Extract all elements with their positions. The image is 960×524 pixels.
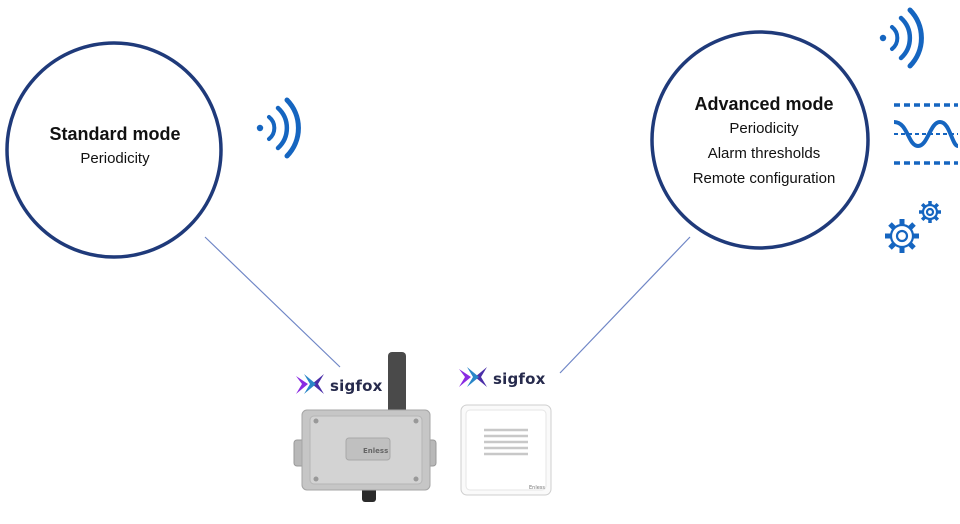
- standard-mode-circle: [5, 41, 223, 259]
- wireless-signal-icon: [879, 7, 924, 69]
- advanced-mode-connector: [559, 236, 691, 374]
- sigfox-logo-icon: [296, 374, 324, 394]
- wireless-signal-icon: [256, 97, 301, 159]
- standard-mode-connector: [204, 236, 341, 368]
- advanced-mode-circle: [650, 30, 870, 250]
- advanced-mode-title: Advanced mode: [694, 94, 834, 114]
- gateway-device-label: Enless: [363, 447, 389, 455]
- advanced-mode-text: Advanced mode Periodicity Alarm threshol…: [664, 92, 864, 191]
- gateway-device: [293, 352, 437, 502]
- threshold-wave-icon: [893, 103, 959, 165]
- sensor-device: [460, 404, 552, 496]
- gateway-antenna: [388, 352, 406, 414]
- advanced-mode-feature: Remote configuration: [692, 170, 836, 187]
- advanced-mode-feature: Alarm thresholds: [707, 145, 821, 162]
- advanced-mode-feature: Periodicity: [729, 120, 799, 137]
- gears-icon: [885, 201, 941, 253]
- standard-mode-feature: Periodicity: [80, 150, 150, 167]
- sigfox-logo-icon: [459, 367, 487, 387]
- sigfox-brand-label: sigfox: [493, 370, 546, 388]
- sensor-device-label: Enless: [529, 485, 546, 491]
- sigfox-brand-label: sigfox: [330, 377, 383, 395]
- standard-mode-text: Standard mode Periodicity: [20, 122, 210, 171]
- standard-mode-title: Standard mode: [49, 124, 181, 144]
